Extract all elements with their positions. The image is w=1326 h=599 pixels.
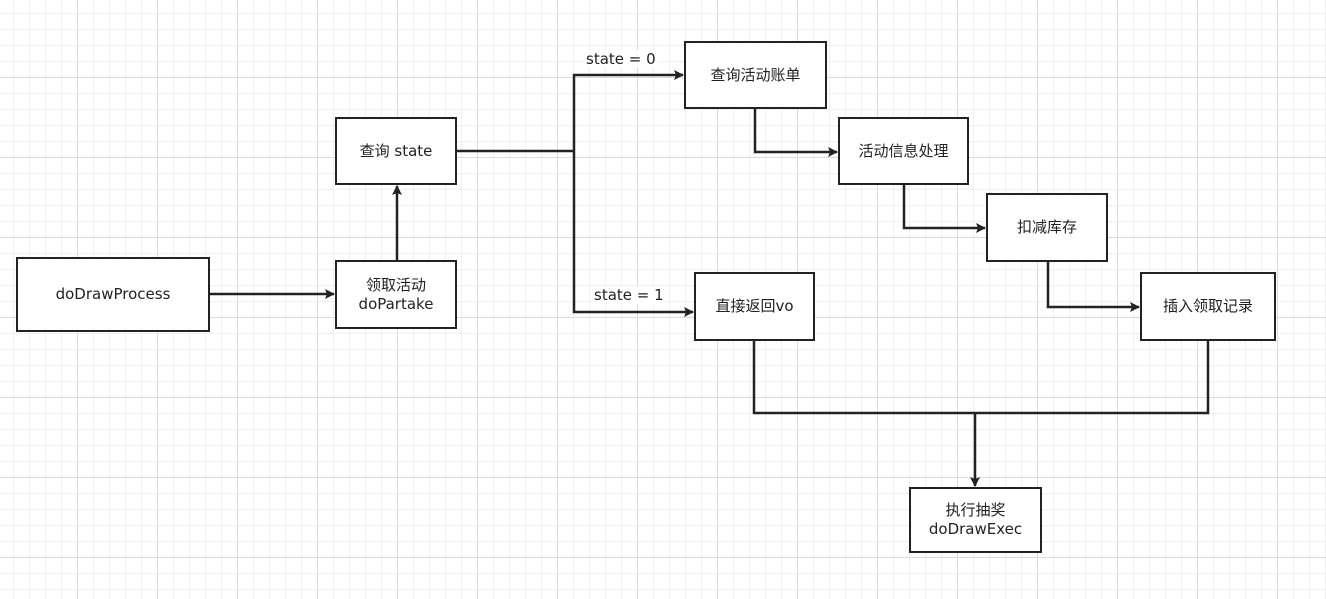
node-query-activity-bill-label: 查询活动账单: [710, 65, 801, 84]
edge-label-state-zero: state = 0: [584, 50, 658, 68]
node-insert-record-label: 插入领取记录: [1162, 297, 1253, 315]
node-do-partake-label-line2: doPartake: [358, 294, 434, 313]
node-do-draw-process-label: doDrawProcess: [55, 285, 171, 303]
edge-label-state-one: state = 1: [592, 286, 666, 304]
node-deduct-stock[interactable]: 扣减库存: [986, 193, 1108, 262]
node-activity-info-process[interactable]: 活动信息处理: [838, 117, 969, 185]
edge-branch-state-one: [572, 151, 694, 317]
node-do-draw-exec-label-line2: doDrawExec: [928, 520, 1023, 538]
edge-return-vo-to-merge: [752, 340, 1210, 415]
node-query-state[interactable]: 查询 state: [335, 117, 457, 185]
node-activity-info-process-label: 活动信息处理: [858, 141, 949, 160]
edge-bill-to-info: [753, 108, 838, 157]
edge-branch-state-zero: [572, 70, 684, 151]
node-return-vo-label: 直接返回vo: [715, 297, 794, 315]
node-insert-record[interactable]: 插入领取记录: [1140, 272, 1276, 341]
edge-stock-to-record: [1046, 261, 1140, 312]
node-do-draw-exec[interactable]: 执行抽奖 doDrawExec: [909, 487, 1042, 553]
node-query-activity-bill[interactable]: 查询活动账单: [684, 41, 827, 109]
node-do-draw-process[interactable]: doDrawProcess: [16, 257, 210, 332]
node-do-partake[interactable]: 领取活动 doPartake: [335, 260, 457, 329]
edge-info-to-stock: [902, 184, 986, 233]
node-do-draw-exec-label-line1: 执行抽奖: [945, 501, 1006, 519]
node-query-state-label: 查询 state: [359, 141, 433, 160]
node-deduct-stock-label: 扣减库存: [1016, 218, 1077, 236]
node-do-partake-label-line1: 领取活动: [365, 275, 426, 294]
node-return-vo[interactable]: 直接返回vo: [694, 272, 815, 341]
